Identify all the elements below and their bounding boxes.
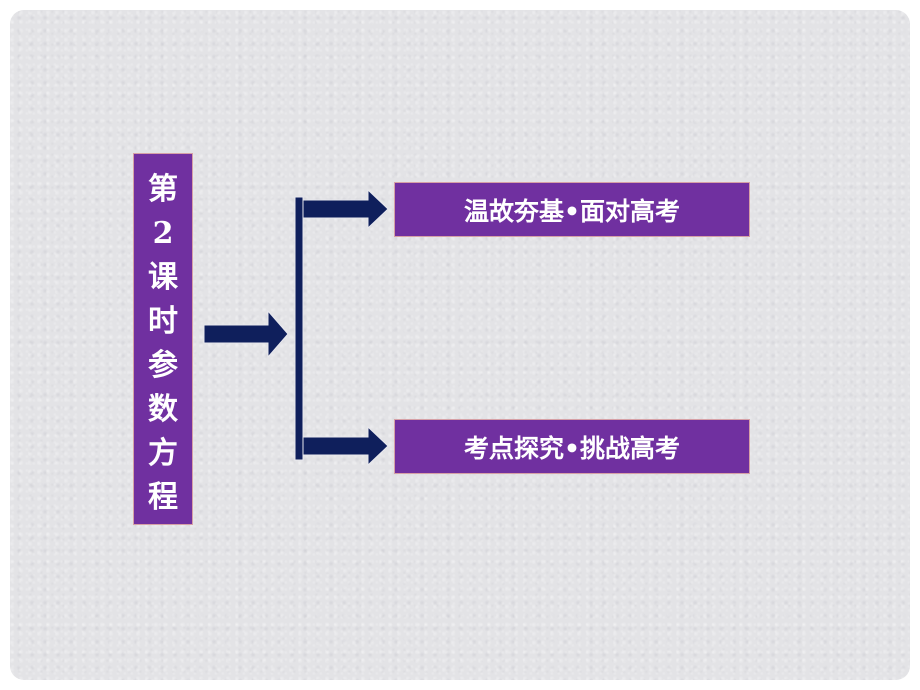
topic-explore-label: 考点探究•挑战高考 xyxy=(464,433,680,463)
main-arrow-icon xyxy=(203,309,289,359)
bracket-line xyxy=(294,196,304,461)
slide-background xyxy=(10,10,910,680)
topic-explore-box[interactable]: 考点探究•挑战高考 xyxy=(394,419,750,474)
branch-arrow-bottom-icon xyxy=(302,425,389,467)
topic-review-box[interactable]: 温故夯基•面对高考 xyxy=(394,182,750,237)
topic-review-label: 温故夯基•面对高考 xyxy=(464,196,680,226)
lesson-title-box: 第2课时参数方程 xyxy=(133,153,193,525)
branch-arrow-top-icon xyxy=(302,188,389,230)
lesson-title: 第2课时参数方程 xyxy=(148,172,178,515)
